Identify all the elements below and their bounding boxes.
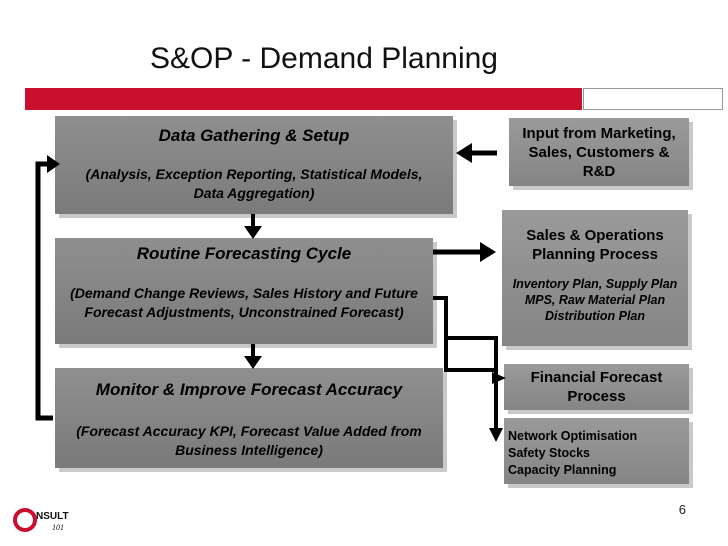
title-underline-bar xyxy=(25,88,582,110)
page-title: S&OP - Demand Planning xyxy=(150,42,498,75)
routine-forecasting-box: Routine Forecasting Cycle (Demand Change… xyxy=(55,238,433,344)
monitor-improve-box: Monitor & Improve Forecast Accuracy (For… xyxy=(55,368,443,468)
input-from-box: Input from Marketing, Sales, Customers &… xyxy=(509,118,689,186)
monitor-improve-detail: (Forecast Accuracy KPI, Forecast Value A… xyxy=(76,423,422,458)
sales-operations-heading: Sales & Operations Planning Process xyxy=(526,227,664,263)
down-arrow-1 xyxy=(244,226,262,239)
financial-arrow xyxy=(492,372,506,384)
financial-forecast-heading: Financial Forecast Process xyxy=(530,369,663,405)
down-arrow-2 xyxy=(244,356,262,369)
network-line-2: Safety Stocks xyxy=(508,446,590,460)
data-gathering-heading: Data Gathering & Setup xyxy=(158,126,350,145)
data-gathering-detail: (Analysis, Exception Reporting, Statisti… xyxy=(85,166,423,201)
network-line-3: Capacity Planning xyxy=(508,463,617,477)
branch-connector xyxy=(433,296,498,372)
sales-operations-box: Sales & Operations Planning Process Inve… xyxy=(502,210,688,346)
network-arrow xyxy=(489,428,503,442)
consult-logo: NSULT 101 xyxy=(12,505,92,544)
input-arrow xyxy=(456,143,472,163)
data-gathering-box: Data Gathering & Setup (Analysis, Except… xyxy=(55,116,453,214)
logo-mark-icon: NSULT 101 xyxy=(13,508,69,532)
routine-forecasting-heading: Routine Forecasting Cycle xyxy=(136,244,352,263)
feedback-loop-arrow xyxy=(35,161,53,421)
sales-operations-detail: Inventory Plan, Supply Plan MPS, Raw Mat… xyxy=(512,277,678,323)
network-box: Network Optimisation Safety Stocks Capac… xyxy=(504,418,689,484)
logo-text-main: NSULT xyxy=(36,511,69,522)
network-line-1: Network Optimisation xyxy=(508,429,638,443)
input-from-heading: Input from Marketing, Sales, Customers &… xyxy=(522,125,676,180)
feedback-arrowhead xyxy=(47,155,60,173)
financial-forecast-box: Financial Forecast Process xyxy=(504,364,689,410)
page-number: 6 xyxy=(678,502,686,517)
title-underline-outline xyxy=(583,88,723,110)
routine-forecasting-detail: (Demand Change Reviews, Sales History an… xyxy=(70,285,418,320)
sop-arrow xyxy=(480,242,496,262)
monitor-improve-heading: Monitor & Improve Forecast Accuracy xyxy=(95,380,403,399)
logo-text-sub: 101 xyxy=(52,523,64,532)
